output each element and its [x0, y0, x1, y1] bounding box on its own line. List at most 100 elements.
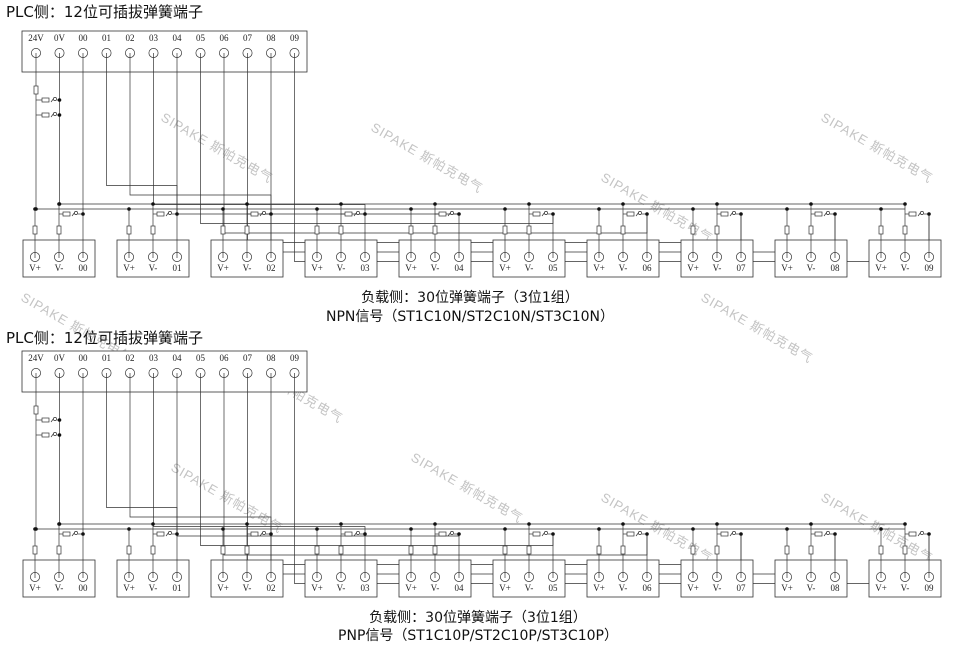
fuse-icon — [714, 545, 720, 555]
led-indicator-icon — [41, 97, 57, 103]
junction-dot — [363, 212, 367, 216]
junction-dot — [739, 532, 743, 536]
terminal-label: V+ — [217, 583, 229, 593]
terminal: 04 — [454, 572, 464, 593]
terminal: V- — [806, 572, 816, 593]
plc-terminal: 01 — [101, 353, 112, 378]
led-indicator-icon — [720, 211, 736, 217]
fuse-icon — [33, 405, 39, 415]
terminal-label: 03 — [361, 263, 371, 273]
load-terminal-group: V+V-09 — [868, 522, 942, 598]
terminal-label: 07 — [737, 583, 747, 593]
plc-terminal: 06 — [219, 353, 229, 378]
junction-dot — [175, 212, 179, 216]
terminal-label: V+ — [875, 263, 887, 273]
led-indicator-icon — [41, 417, 57, 423]
fuse-icon — [32, 545, 38, 555]
lamp-icon — [826, 211, 830, 215]
junction-dot — [597, 527, 601, 531]
junction-dot — [57, 433, 62, 437]
led-indicator-icon — [344, 531, 360, 537]
lamp-icon — [262, 211, 266, 215]
lamp-icon — [53, 112, 57, 116]
junction-dot — [551, 212, 555, 216]
terminal: V+ — [875, 252, 887, 273]
fuse-icon — [33, 85, 39, 95]
signal-wire-05 — [200, 58, 554, 224]
terminal-label: V+ — [875, 583, 887, 593]
junction-dot — [33, 527, 37, 531]
junction-dot — [903, 202, 907, 206]
terminal: 05 — [548, 252, 558, 273]
terminal: V- — [900, 252, 910, 273]
terminal: 00 — [78, 252, 88, 273]
lamp-icon — [732, 531, 736, 535]
terminal: V- — [712, 572, 722, 593]
load-terminal-group: V+V-01 — [116, 202, 190, 278]
junction-dot — [409, 207, 413, 211]
load-terminal-group: V+V-00 — [22, 202, 96, 278]
resistor-icon — [626, 211, 635, 217]
lamp-icon — [74, 211, 78, 215]
plc-terminal-strip — [21, 350, 308, 393]
terminal-label: V+ — [499, 263, 511, 273]
junction-dot — [409, 527, 413, 531]
fuse-icon — [784, 225, 790, 235]
terminal-label: V- — [149, 263, 158, 273]
terminal: V+ — [29, 572, 41, 593]
plc-terminal: 03 — [148, 33, 159, 58]
junction-dot — [621, 202, 625, 206]
plc-terminal: 09 — [289, 33, 300, 58]
junction-dot — [221, 207, 225, 211]
resistor-icon — [250, 531, 259, 537]
fuse-icon — [244, 225, 250, 235]
plc-side-title: PLC侧：12位可插拔弹簧端子 — [6, 3, 203, 21]
load-terminal-group: V+V-04 — [398, 522, 472, 598]
fuse-icon — [596, 545, 602, 555]
led-indicator-icon — [720, 531, 736, 537]
resistor-icon — [908, 531, 917, 537]
terminal-label: V+ — [311, 263, 323, 273]
junction-dot — [81, 532, 85, 536]
plc-terminal: 24V — [28, 33, 44, 58]
plc-side-title: PLC侧：12位可插拔弹簧端子 — [6, 329, 203, 347]
junction-dot — [433, 202, 437, 206]
resistor-icon — [908, 211, 917, 217]
terminal: V- — [148, 572, 158, 593]
load-terminal-group: V+V-08 — [774, 522, 848, 598]
plc-terminal: 0V — [54, 353, 66, 378]
lamp-icon — [356, 531, 360, 535]
resistor-icon — [41, 97, 50, 103]
terminal-label: 05 — [549, 583, 559, 593]
led-indicator-icon — [62, 211, 78, 217]
plc-terminal: 09 — [289, 353, 300, 378]
terminal-label: 00 — [79, 583, 89, 593]
signal-wire-01 — [106, 378, 178, 534]
terminal: 08 — [830, 252, 840, 273]
terminal: V+ — [499, 572, 511, 593]
plc-terminal-label: 04 — [173, 353, 183, 363]
junction-dot — [833, 532, 837, 536]
junction-dot — [57, 202, 61, 206]
junction-dot — [269, 212, 273, 216]
watermark: SIPAKE 斯帕克电气 — [169, 460, 286, 536]
watermark: SIPAKE 斯帕克电气 — [599, 170, 716, 246]
terminal: 08 — [830, 572, 840, 593]
lamp-icon — [53, 432, 57, 436]
terminal-label: V+ — [29, 263, 41, 273]
junction-dot — [879, 527, 883, 531]
plc-terminal: 07 — [242, 33, 253, 58]
fuse-icon — [620, 545, 626, 555]
resistor-icon — [156, 211, 165, 217]
led-indicator-icon — [908, 211, 924, 217]
junction-dot — [363, 532, 367, 536]
terminal-label: V+ — [311, 583, 323, 593]
led-indicator-icon — [156, 211, 172, 217]
lamp-icon — [920, 531, 924, 535]
terminal: V- — [618, 572, 628, 593]
terminal-label: V- — [337, 583, 346, 593]
terminal: 02 — [266, 572, 276, 593]
led-indicator-icon — [626, 531, 642, 537]
